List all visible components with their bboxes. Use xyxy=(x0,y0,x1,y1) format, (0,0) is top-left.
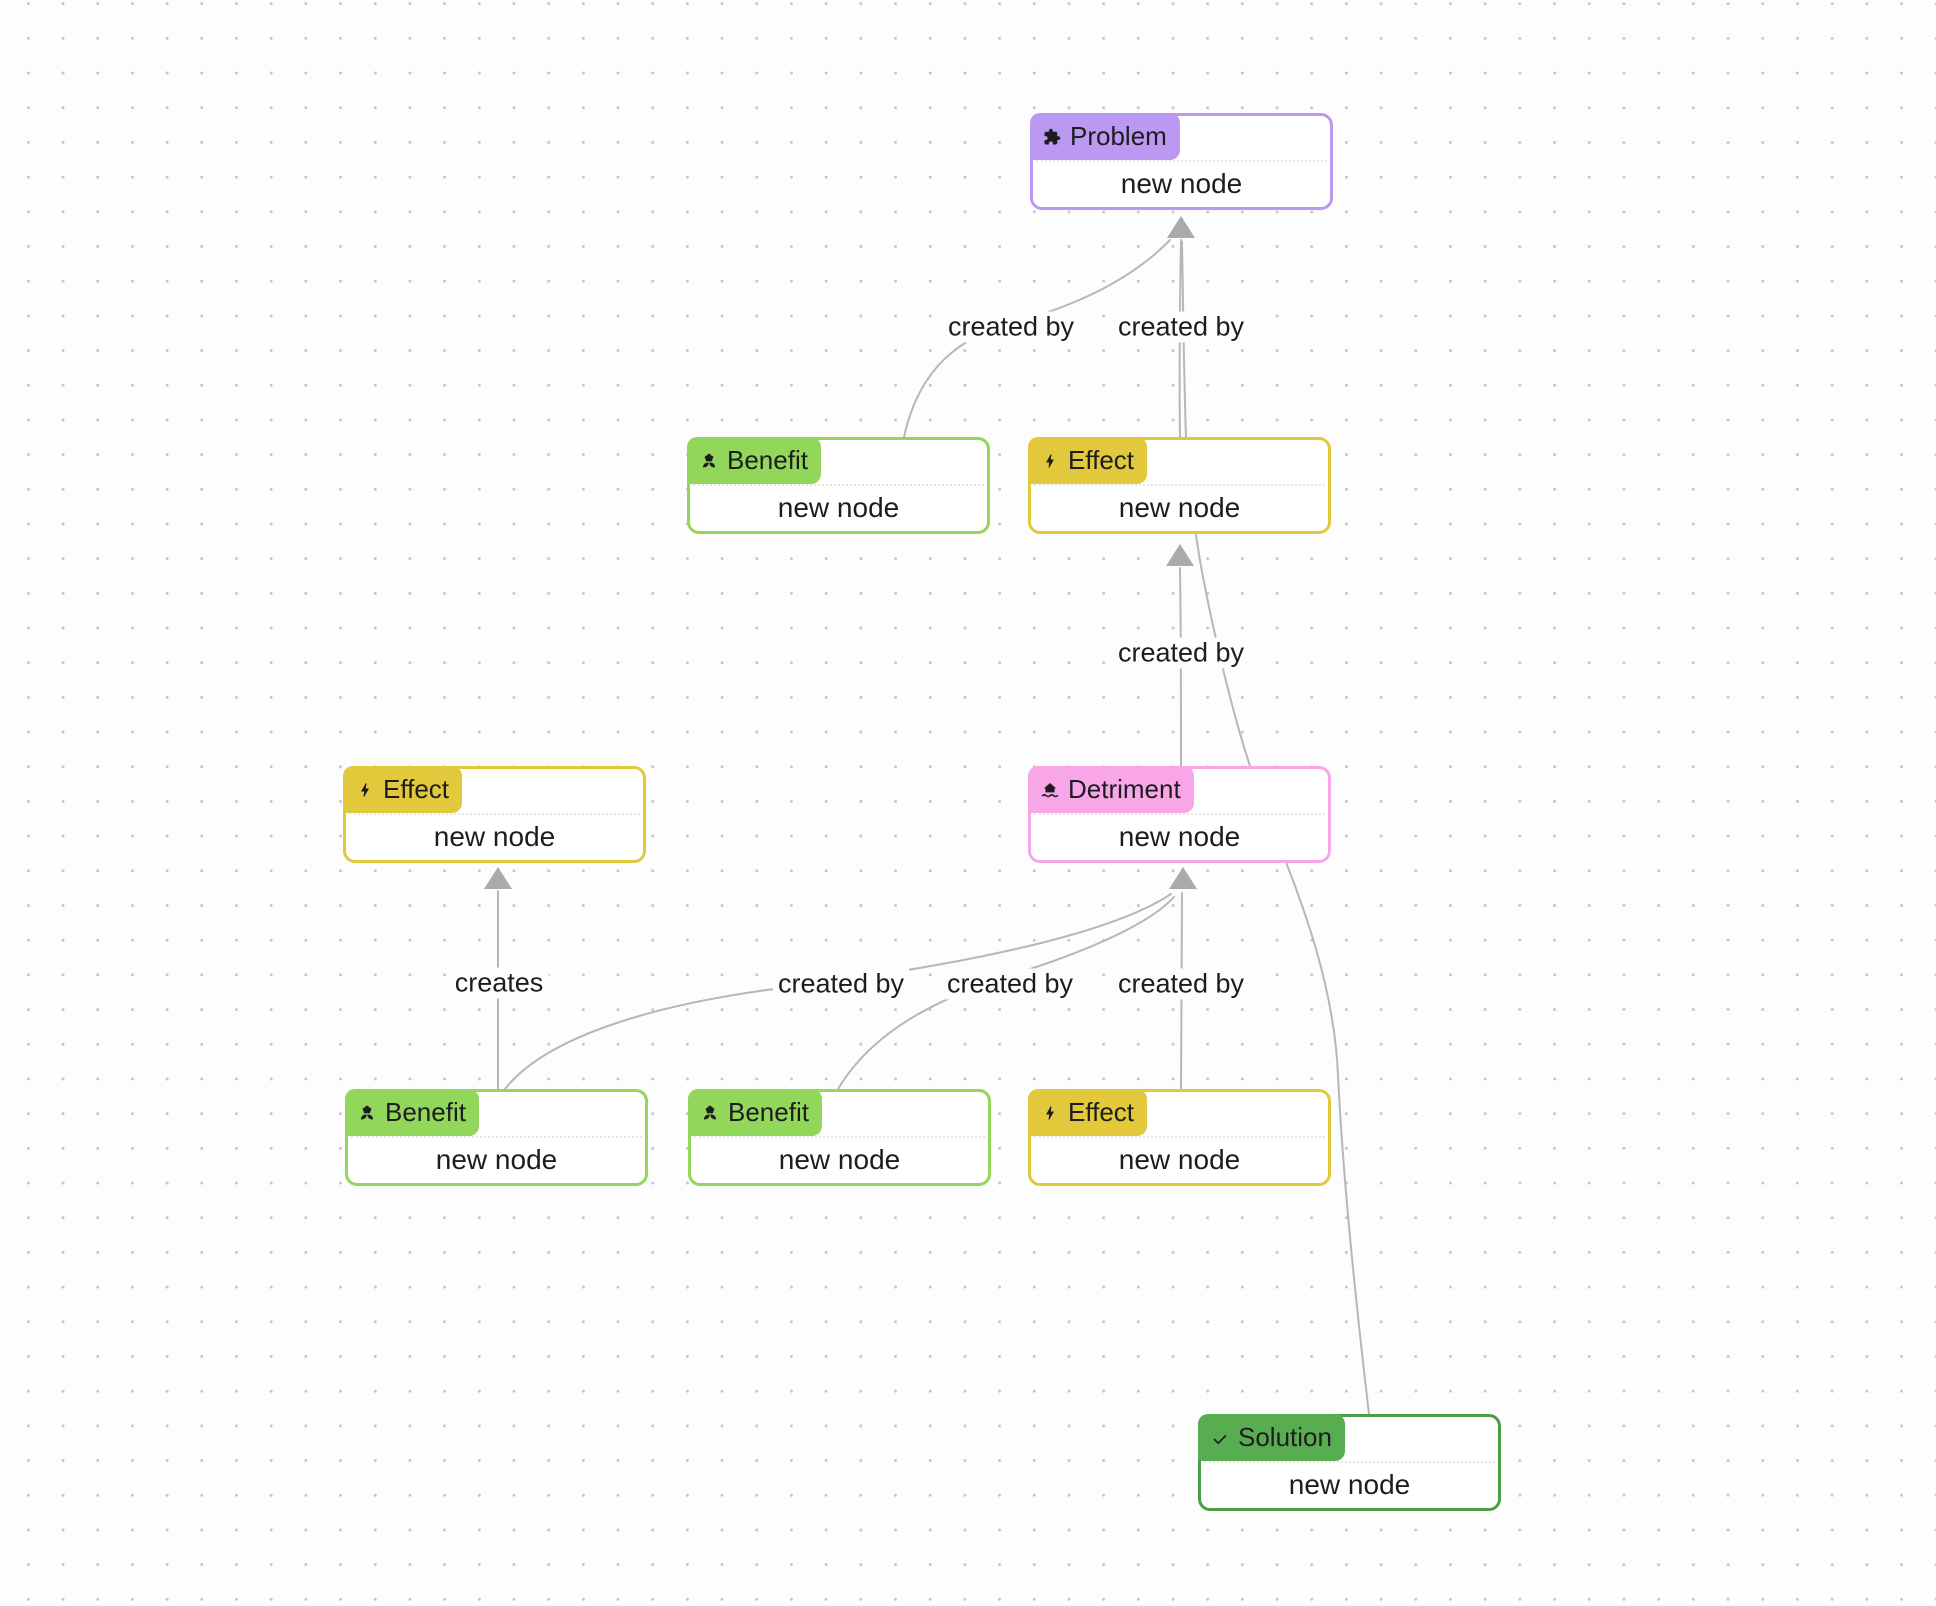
node-benefit[interactable]: Benefit new node xyxy=(688,1089,991,1186)
node-type-label: Detriment xyxy=(1068,774,1181,804)
flower-icon xyxy=(361,1105,373,1119)
edge-solution-to-problem[interactable] xyxy=(1181,241,1370,1415)
node-type-label: Benefit xyxy=(385,1097,466,1127)
tab-separator xyxy=(694,1136,985,1138)
node-title[interactable]: new node xyxy=(778,1143,901,1175)
node-type-label: Problem xyxy=(1070,121,1167,151)
node-effect[interactable]: Effect new node xyxy=(1028,1089,1331,1186)
node-type-badge: Detriment xyxy=(1028,766,1194,813)
node-type-label: Benefit xyxy=(728,1097,809,1127)
node-title[interactable]: new node xyxy=(435,1143,558,1175)
node-title[interactable]: new node xyxy=(1120,167,1243,199)
node-title[interactable]: new node xyxy=(433,820,556,852)
tab-separator xyxy=(693,484,984,486)
node-problem[interactable]: Problem new node xyxy=(1030,113,1333,210)
tab-separator xyxy=(1034,813,1325,815)
node-type-badge: Effect xyxy=(343,766,463,813)
node-type-label: Benefit xyxy=(727,445,808,475)
arrowhead-icon xyxy=(484,867,512,889)
edge-label[interactable]: created by xyxy=(1112,637,1250,669)
bolt-icon xyxy=(361,782,369,797)
flower-icon xyxy=(704,1105,716,1119)
node-effect[interactable]: Effect new node xyxy=(343,766,646,863)
tab-separator xyxy=(1204,1461,1495,1463)
node-title[interactable]: new node xyxy=(1288,1468,1411,1500)
check-icon xyxy=(1213,1434,1227,1444)
bolt-icon xyxy=(1046,1105,1054,1120)
node-title[interactable]: new node xyxy=(1118,820,1241,852)
edge-label[interactable]: created by xyxy=(1112,968,1250,1000)
node-type-badge: Effect xyxy=(1028,1089,1148,1136)
tab-separator xyxy=(349,813,640,815)
arrowhead-icon xyxy=(1167,216,1195,238)
edge-label[interactable]: created by xyxy=(942,311,1080,343)
edge-label[interactable]: created by xyxy=(941,968,1079,1000)
node-type-badge: Benefit xyxy=(688,1089,822,1136)
tab-separator xyxy=(1036,160,1327,162)
node-title[interactable]: new node xyxy=(1118,1143,1241,1175)
edge-label[interactable]: created by xyxy=(772,968,910,1000)
node-type-label: Effect xyxy=(1068,445,1135,475)
flower-icon xyxy=(703,453,715,467)
node-type-badge: Effect xyxy=(1028,437,1148,484)
node-type-badge: Problem xyxy=(1030,113,1180,160)
node-benefit[interactable]: Benefit new node xyxy=(687,437,990,534)
node-benefit[interactable]: Benefit new node xyxy=(345,1089,648,1186)
node-type-label: Effect xyxy=(383,774,450,804)
flood-icon xyxy=(1041,782,1059,797)
node-type-label: Solution xyxy=(1238,1422,1332,1452)
tab-separator xyxy=(351,1136,642,1138)
node-solution[interactable]: Solution new node xyxy=(1198,1414,1501,1511)
node-type-badge: Benefit xyxy=(687,437,821,484)
arrowhead-icon xyxy=(1169,867,1197,889)
node-title[interactable]: new node xyxy=(777,491,900,523)
tab-separator xyxy=(1034,484,1325,486)
node-type-badge: Solution xyxy=(1198,1414,1345,1461)
tab-separator xyxy=(1034,1136,1325,1138)
node-type-badge: Benefit xyxy=(345,1089,479,1136)
puzzle-icon xyxy=(1044,128,1061,144)
arrowhead-icon xyxy=(1166,544,1194,566)
edge-label[interactable]: created by xyxy=(1112,311,1250,343)
edge-label[interactable]: creates xyxy=(449,967,549,999)
node-title[interactable]: new node xyxy=(1118,491,1241,523)
bolt-icon xyxy=(1046,453,1054,468)
node-type-label: Effect xyxy=(1068,1097,1135,1127)
node-effect[interactable]: Effect new node xyxy=(1028,437,1331,534)
node-detriment[interactable]: Detriment new node xyxy=(1028,766,1331,863)
